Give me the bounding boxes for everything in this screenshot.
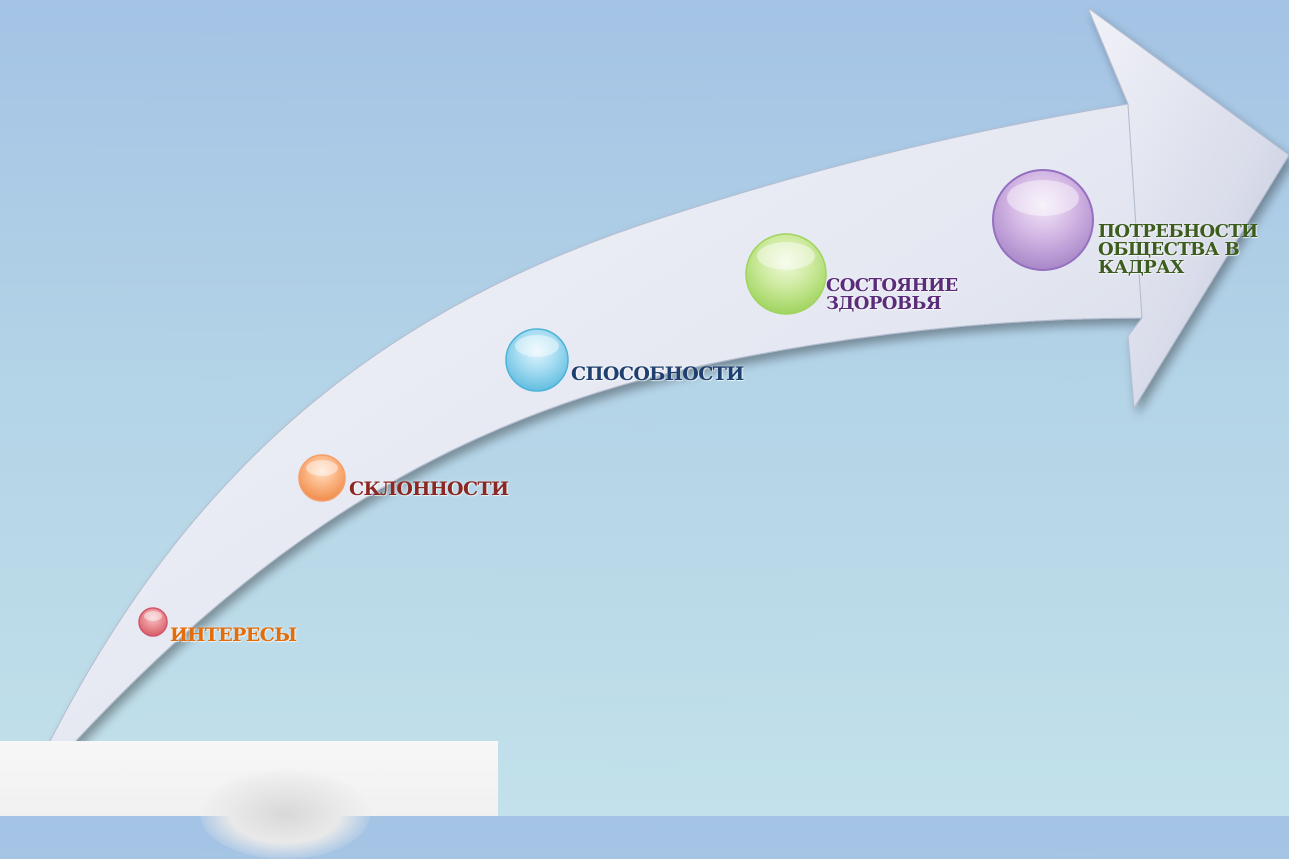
arrow-body [19, 103, 1143, 804]
step-label-needs-line-3: КАДРАХ [1098, 257, 1184, 278]
photo-blurred-subject [200, 769, 370, 859]
step-circle-health [745, 233, 827, 315]
step-label-needs-line-1: ПОТРЕБНОСТИ [1098, 221, 1258, 242]
step-label-health-line-1: СОСТОЯНИЕ [826, 275, 958, 296]
step-label-needs-line-2: ОБЩЕСТВА В [1098, 239, 1240, 260]
growth-arrow-diagram [19, 6, 1289, 804]
embedded-photo [0, 741, 498, 859]
step-label-health-line-2: ЗДОРОВЬЯ [826, 293, 942, 314]
step-label-health: СОСТОЯНИЕ ЗДОРОВЬЯ [826, 277, 958, 313]
step-circle-needs [992, 169, 1094, 271]
step-circle-interests [138, 607, 168, 637]
slide-canvas: ИНТЕРЕСЫ СКЛОННОСТИ СПОСОБНОСТИ СОСТОЯНИ… [0, 6, 1289, 859]
step-label-inclinations: СКЛОННОСТИ [349, 478, 509, 500]
step-label-abilities: СПОСОБНОСТИ [571, 363, 744, 385]
arrow-shape [19, 6, 1289, 804]
step-label-interests: ИНТЕРЕСЫ [170, 624, 297, 646]
arrow-head [1086, 6, 1289, 410]
step-label-needs: ПОТРЕБНОСТИ ОБЩЕСТВА В КАДРАХ [1098, 223, 1258, 277]
step-circle-inclinations [298, 454, 346, 502]
step-circle-abilities [505, 328, 569, 392]
